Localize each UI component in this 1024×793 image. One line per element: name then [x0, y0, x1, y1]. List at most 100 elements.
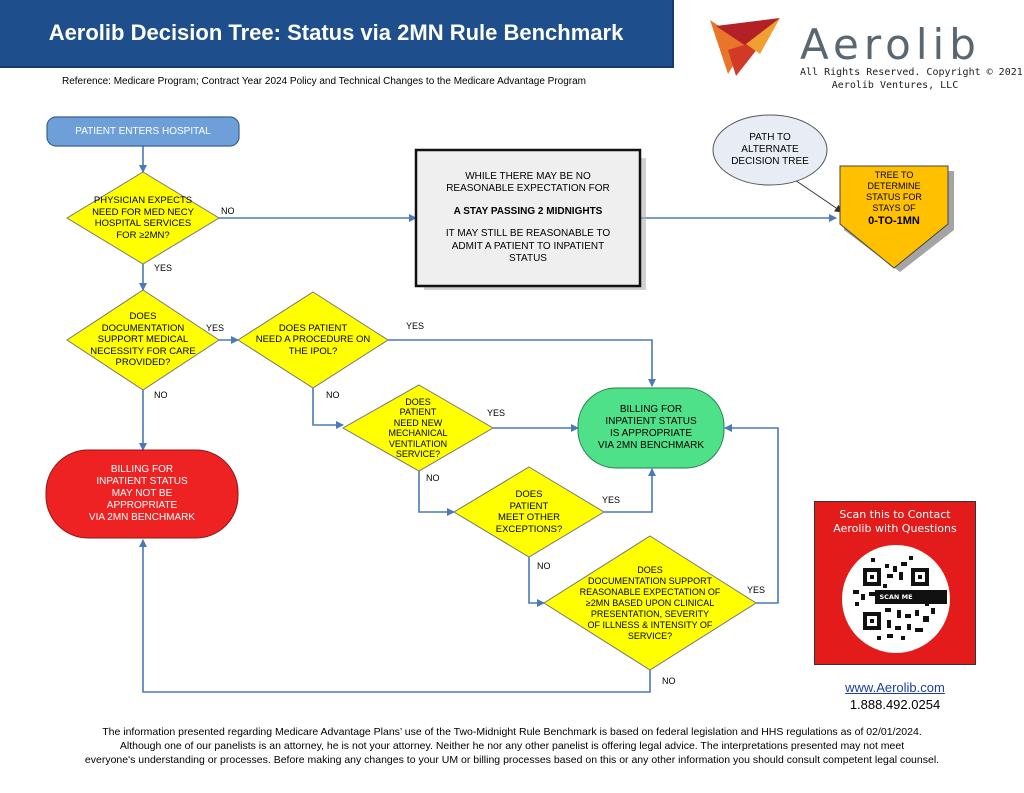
decision-q4: [341, 384, 494, 472]
q3-line: THE IPOL?: [288, 345, 338, 357]
edge-label-q3-yes: YES: [406, 321, 425, 331]
note-line: REASONABLE EXPECTATION FOR: [446, 183, 610, 194]
website-link[interactable]: www.Aerolib.com: [845, 680, 945, 695]
bill-no-line: MAY NOT BE: [111, 488, 173, 499]
decision-q2: [66, 289, 220, 391]
edge-q3-no-to-q4: [312, 388, 344, 429]
bill-no-line: VIA 2MN BENCHMARK: [88, 512, 196, 523]
outcome-billing-not-appropriate: [45, 449, 239, 539]
q5-line: PATIENT: [509, 500, 549, 512]
edge-q3-yes-to-bill-yes: [388, 339, 656, 387]
disclaimer-line: Although one of our panelists is an atto…: [119, 740, 905, 752]
q4-line: VENTILATION: [388, 438, 448, 449]
alt-tree-line: TREE TO: [874, 170, 914, 180]
alt-path-label: PATH TO ALTERNATE DECISION TREE: [713, 115, 827, 185]
q2-line: PROVIDED?: [115, 357, 171, 369]
bill-yes-line: BILLING FOR: [619, 404, 683, 415]
alt-tree-line: DETERMINE: [867, 181, 921, 191]
edge-q6-no-to-bill-no: [139, 539, 651, 693]
qr-scan-badge: SCAN ME: [879, 593, 913, 601]
decision-q1: [66, 171, 220, 265]
alt-tree-line: STATUS FOR: [866, 192, 922, 202]
edge-q4-no-to-q5: [418, 470, 455, 516]
note-emphasis: A STAY PASSING 2 MIDNIGHTS: [453, 205, 603, 217]
note-box: [414, 148, 642, 288]
qr-code-icon[interactable]: [841, 544, 951, 654]
edge-label-q4-no: NO: [426, 473, 440, 483]
q4-line: MECHANICAL: [388, 428, 448, 438]
q6-line: REASONABLE EXPECTATION OF: [579, 586, 721, 597]
copyright-line: All Rights Reserved. Copyright © 2021: [800, 67, 1023, 78]
decision-q5: [453, 466, 605, 558]
bill-yes-label: BILLING FOR INPATIENT STATUS IS APPROPRI…: [578, 388, 724, 468]
copyright-company: Aerolib Ventures, LLC: [831, 80, 959, 91]
bill-no-line: INPATIENT STATUS: [96, 476, 188, 487]
outcome-billing-appropriate: [577, 387, 725, 469]
edge-label-q1-no: NO: [221, 206, 235, 216]
edge-label-q5-yes: YES: [602, 495, 621, 505]
start-node-label: PATIENT ENTERS HOSPITAL: [75, 125, 211, 137]
alt-path-line: PATH TO: [749, 132, 791, 143]
q2-line: DOES: [129, 311, 157, 323]
q2-line: NECESSITY FOR CARE: [90, 345, 196, 357]
q6-line: DOCUMENTATION SUPPORT: [587, 575, 712, 586]
title-banner: Aerolib Decision Tree: Status via 2MN Ru…: [0, 0, 674, 68]
start-node: [46, 116, 240, 147]
note-label: WHILE THERE MAY BE NO REASONABLE EXPECTA…: [416, 150, 640, 286]
q6-line: SERVICE?: [627, 630, 673, 641]
page-title: Aerolib Decision Tree: Status via 2MN Ru…: [48, 20, 624, 45]
phone-number: 1.888.492.0254: [849, 697, 941, 712]
note-spacer: [446, 218, 610, 228]
q1-line: HOSPITAL SERVICES: [94, 218, 192, 229]
alt-path-line: DECISION TREE: [731, 156, 809, 167]
copyright: All Rights Reserved. Copyright © 2021 Ae…: [800, 66, 1023, 92]
q3-line: NEED A PROCEDURE ON: [255, 334, 371, 346]
note-line: STATUS: [509, 253, 547, 264]
edge-q5-yes-to-bill-yes: [604, 468, 656, 513]
q2-label: DOES DOCUMENTATION SUPPORT MEDICAL NECES…: [67, 290, 219, 390]
alt-tree-node: [839, 165, 949, 269]
edge-label-q4-yes: YES: [487, 408, 506, 418]
bill-yes-line: INPATIENT STATUS: [605, 416, 697, 427]
q4-line: NEED NEW: [393, 417, 443, 428]
decision-q3: [237, 291, 389, 389]
q4-line: DOES: [405, 396, 431, 407]
q6-label: DOES DOCUMENTATION SUPPORT REASONABLE EX…: [560, 536, 740, 670]
q2-line: SUPPORT MEDICAL: [97, 334, 189, 346]
brand-name: Aerolib: [800, 20, 981, 69]
q6-line: OF ILLNESS & INTENSITY OF: [587, 619, 713, 630]
alt-tree-emphasis: 0-TO-1MN: [868, 215, 920, 227]
q4-label: DOES PATIENT NEED NEW MECHANICAL VENTILA…: [343, 385, 493, 471]
q5-line: DOES: [515, 489, 543, 500]
q1-line: FOR ≥2MN?: [116, 229, 170, 241]
q2-line: DOCUMENTATION: [101, 322, 185, 334]
q6-line: PRESENTATION, SEVERITY: [590, 608, 710, 619]
edge-q6-yes-to-bill-yes: [724, 424, 779, 604]
qr-caption-line: Scan this to Contact: [839, 508, 951, 521]
q5-line: EXCEPTIONS?: [495, 523, 563, 535]
qr-caption-line: Aerolib with Questions: [833, 522, 957, 535]
reference-note: Reference: Medicare Program; Contract Ye…: [62, 76, 587, 87]
disclaimer-line: The information presented regarding Medi…: [102, 726, 922, 738]
bill-no-label: BILLING FOR INPATIENT STATUS MAY NOT BE …: [46, 450, 238, 538]
note-spacer: [446, 196, 610, 206]
q3-label: DOES PATIENT NEED A PROCEDURE ON THE IPO…: [238, 292, 388, 388]
q4-line: SERVICE?: [395, 449, 441, 459]
edge-label-q3-no: NO: [326, 390, 340, 400]
edge-label-q2-no: NO: [154, 390, 168, 400]
bill-yes-line: VIA 2MN BENCHMARK: [597, 440, 705, 451]
edge-label-q6-no: NO: [662, 676, 676, 686]
q5-line: MEET OTHER: [497, 512, 561, 523]
disclaimer-line: everyone's understanding or processes. B…: [84, 754, 940, 766]
contact-qr-panel: Scan this to Contact Aerolib with Questi…: [814, 501, 976, 665]
alt-path-line: ALTERNATE: [741, 144, 799, 155]
edge-label-q1-yes: YES: [154, 263, 173, 273]
edge-alt-path-to-alt-tree: [791, 177, 843, 213]
alt-tree-line: STAYS OF: [872, 203, 916, 213]
note-line: ADMIT A PATIENT TO INPATIENT: [451, 240, 605, 252]
q1-line: PHYSICIAN EXPECTS: [93, 195, 193, 206]
bill-no-line: APPROPRIATE: [106, 500, 178, 511]
decision-q6: [543, 535, 757, 671]
q4-line: PATIENT: [399, 407, 437, 417]
